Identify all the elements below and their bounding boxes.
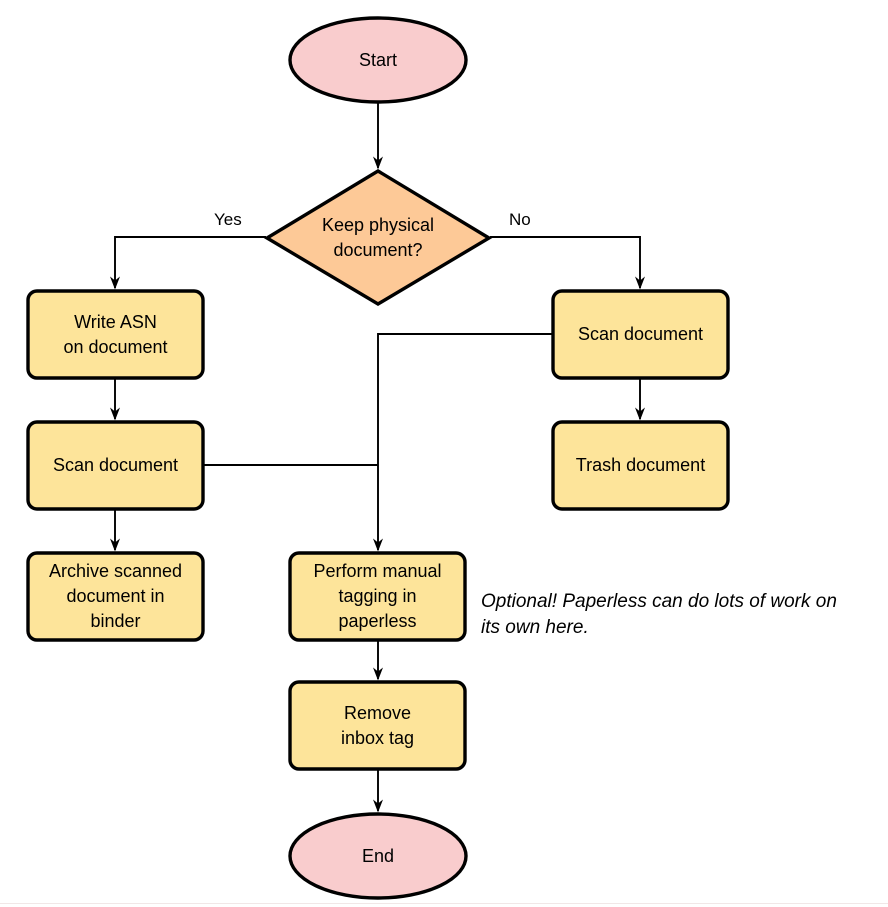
edge-decision-yes-to-write-asn xyxy=(110,236,266,290)
bottom-hairline xyxy=(0,903,888,904)
edge-label-yes: Yes xyxy=(212,210,244,230)
end-terminator-shape xyxy=(288,812,468,900)
start-terminator-shape xyxy=(288,16,468,104)
scan-document-right-box-shape xyxy=(551,289,730,380)
archive-box-shape xyxy=(26,551,205,642)
edge-decision-no-to-scan-right xyxy=(490,236,645,290)
write-asn-box-shape xyxy=(26,289,205,380)
optional-annotation-text: Optional! Paperless can do lots of work … xyxy=(481,591,837,638)
remove-inbox-tag-box-shape xyxy=(288,680,467,771)
edge-scan-right-to-tagging xyxy=(373,333,553,552)
decision-diamond-shape xyxy=(263,169,493,306)
manual-tagging-box-shape xyxy=(288,551,467,642)
scan-document-left-box-shape xyxy=(26,420,205,511)
trash-document-box-shape xyxy=(551,420,730,511)
edge-label-no: No xyxy=(507,210,533,230)
